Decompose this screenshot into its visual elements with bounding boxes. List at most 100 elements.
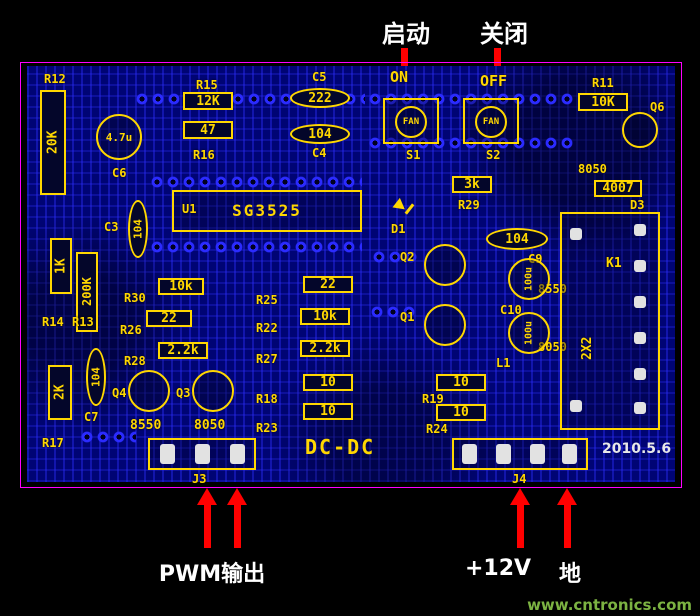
- resistor-r17-value: 2K: [48, 365, 72, 420]
- cap-c4-value: 104: [290, 124, 350, 144]
- relay-pad: [634, 368, 646, 380]
- ref-r27: R27: [256, 352, 278, 366]
- watermark: www.cntronics.com: [527, 596, 692, 614]
- ref-u1: U1: [182, 202, 197, 216]
- ref-d1: D1: [391, 222, 406, 236]
- relay-pad: [570, 400, 582, 412]
- arrow-pwm1-head: [197, 488, 217, 505]
- relay-pad: [570, 228, 582, 240]
- cap-c3-value: 104: [128, 200, 148, 258]
- pad-row: [372, 250, 420, 264]
- connector-j4-pad: [496, 444, 511, 464]
- resistor-r28-value: 2.2k: [158, 342, 208, 359]
- ref-r13: R13: [72, 315, 94, 329]
- callout-pwm-output: PWM输出: [158, 562, 266, 587]
- callout-stop: 关闭: [480, 20, 528, 48]
- ref-r22: R22: [256, 321, 278, 335]
- transistor-q6: [622, 112, 658, 148]
- resistor-r19-value: 10: [436, 374, 486, 391]
- ref-l1: L1: [496, 356, 511, 370]
- value-q2: 8550: [538, 282, 567, 296]
- arrow-pwm2-head: [227, 488, 247, 505]
- ref-r29: R29: [458, 198, 480, 212]
- connector-j4-pad: [530, 444, 545, 464]
- resistor-r15-value: 12K: [183, 92, 233, 110]
- ref-c10: C10: [500, 303, 522, 317]
- ref-c4: C4: [312, 146, 327, 160]
- connector-j3-pad: [160, 444, 175, 464]
- ref-q2: Q2: [400, 250, 415, 264]
- ref-c9: C9: [528, 252, 543, 266]
- connector-j3-pad: [195, 444, 210, 464]
- board-date: 2010.5.6: [602, 441, 672, 457]
- callout-ground: 地: [558, 562, 581, 587]
- resistor-r29-value: 3k: [452, 176, 492, 193]
- ref-r17: R17: [42, 436, 64, 450]
- ref-r28: R28: [124, 354, 146, 368]
- pad-row-ic-bottom: [150, 240, 362, 254]
- relay-pad: [634, 296, 646, 308]
- resistor-r18-value: 10: [303, 374, 353, 391]
- ref-c7: C7: [84, 410, 99, 424]
- ic-u1-part: SG3525: [232, 201, 302, 220]
- ref-q3: Q3: [176, 386, 191, 400]
- ref-q1: Q1: [400, 310, 415, 324]
- cap-c5-value: 222: [290, 88, 350, 108]
- ref-d3: D3: [630, 198, 645, 212]
- ic-u1-body: SG3525: [172, 190, 362, 232]
- resistor-r12-value: 20K: [40, 90, 66, 195]
- ref-r24: R24: [426, 422, 448, 436]
- ref-r11: R11: [592, 76, 614, 90]
- silk-off: OFF: [480, 72, 508, 90]
- ref-j4: J4: [512, 472, 527, 486]
- transistor-q1: [424, 304, 466, 346]
- resistor-r26-value: 22: [146, 310, 192, 327]
- transistor-q4: [128, 370, 170, 412]
- cap-c9-value: 104: [486, 228, 548, 250]
- ref-r30: R30: [124, 291, 146, 305]
- silk-on: ON: [390, 68, 409, 86]
- cap-c7-value: 104: [86, 348, 106, 406]
- relay-pad: [634, 224, 646, 236]
- resistor-r25-value: 22: [303, 276, 353, 293]
- pad-row: [80, 430, 136, 444]
- arrow-gnd-head: [557, 488, 577, 505]
- ref-c6: C6: [112, 166, 127, 180]
- connector-j4-pad: [562, 444, 577, 464]
- ref-q6: Q6: [650, 100, 665, 114]
- ref-j3: J3: [192, 472, 207, 486]
- cap-electrolytic-1: 100u: [508, 258, 550, 300]
- resistor-r27-value: 2.2k: [300, 340, 350, 357]
- resistor-r24-value: 10: [436, 404, 486, 421]
- value-q1: 8050: [538, 340, 567, 354]
- cap-c6-value: 4.7u: [96, 114, 142, 160]
- resistor-r22-value: 10k: [300, 308, 350, 325]
- value-k1: 2X2: [580, 336, 595, 360]
- ref-r16: R16: [193, 148, 215, 162]
- ref-r12: R12: [44, 72, 66, 86]
- resistor-r30-value: 10k: [158, 278, 204, 295]
- ref-q4: Q4: [112, 386, 127, 400]
- resistor-r23-value: 10: [303, 403, 353, 420]
- value-q6: 8050: [578, 162, 607, 176]
- button-s2: FAN: [475, 106, 507, 138]
- resistor-r16-value: 47: [183, 121, 233, 139]
- ref-s1: S1: [406, 148, 421, 162]
- ref-c3: C3: [104, 220, 119, 234]
- relay-pad: [634, 402, 646, 414]
- ref-r25: R25: [256, 293, 278, 307]
- value-q4: 8550: [130, 418, 162, 433]
- board-title: DC-DC: [305, 435, 376, 459]
- ref-r23: R23: [256, 421, 278, 435]
- value-q3: 8050: [194, 418, 226, 433]
- diode-d3-value: 4007: [594, 180, 642, 197]
- pad-row: [370, 305, 418, 319]
- arrow-pwm2-shaft: [234, 503, 241, 548]
- board-outline: [20, 62, 682, 488]
- arrow-12v-head: [510, 488, 530, 505]
- ref-r26: R26: [120, 323, 142, 337]
- transistor-q3: [192, 370, 234, 412]
- relay-k1-body: [560, 212, 660, 430]
- ref-k1: K1: [606, 256, 622, 271]
